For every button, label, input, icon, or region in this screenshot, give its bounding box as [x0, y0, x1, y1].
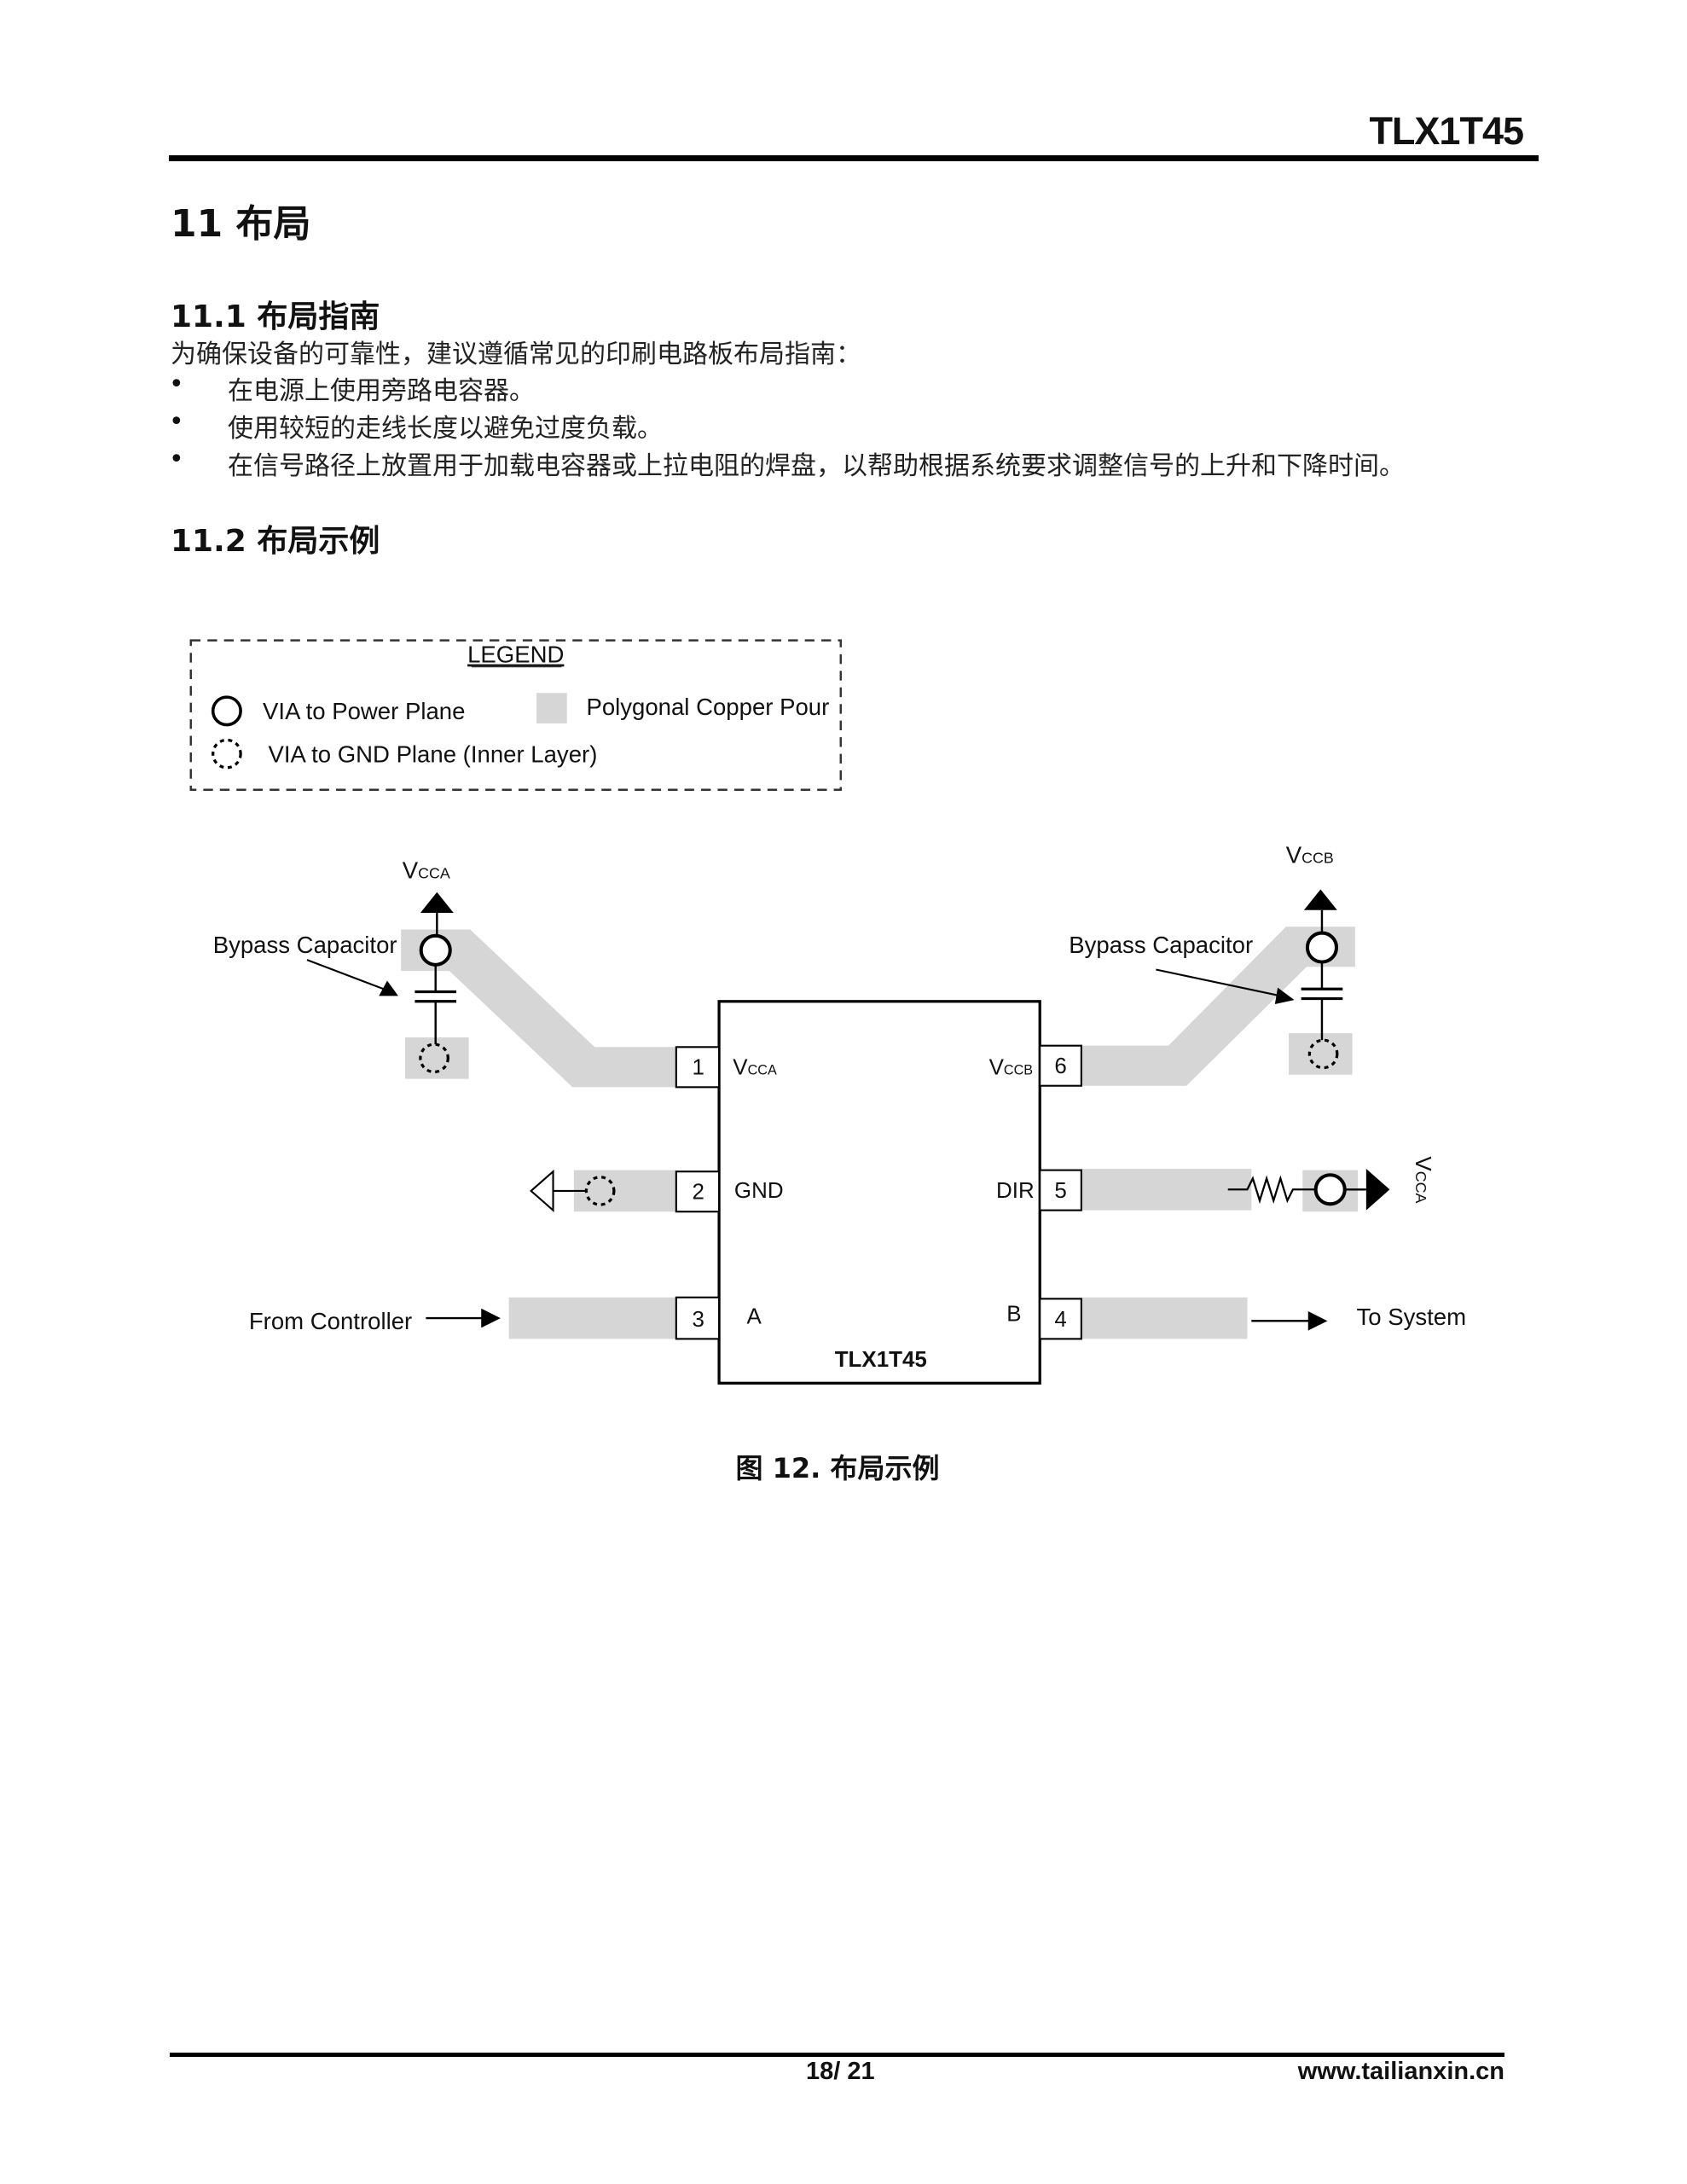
subsection-heading-example: 11.2 布局示例 [171, 524, 380, 559]
pin-label: DIR [996, 1179, 1035, 1203]
website-link[interactable]: www.tailianxin.cn [1297, 2058, 1504, 2085]
arrow-icon [481, 1308, 501, 1328]
vcca-label: VCCA [403, 857, 450, 884]
power-arrow-icon [1303, 889, 1337, 910]
pin-number: 5 [1054, 1179, 1066, 1203]
power-via-icon [1313, 1173, 1347, 1206]
arrow-icon [1307, 1310, 1328, 1331]
bypass-capacitor-label-left: Bypass Capacitor [213, 932, 397, 958]
copper-pour-swatch [536, 693, 567, 723]
header-rule [169, 155, 1539, 161]
legend-copper-pour: Polygonal Copper Pour [586, 694, 829, 720]
list-item: 使用较短的走线长度以避免过度负载。 [228, 414, 663, 444]
pin-number: 6 [1054, 1054, 1066, 1078]
to-system-label: To System [1356, 1304, 1466, 1330]
bullet-icon: • [169, 444, 184, 474]
figure-caption: 图 12. 布局示例 [735, 1452, 940, 1484]
section-heading: 11 布局 [171, 202, 311, 246]
pin-number: 4 [1054, 1308, 1066, 1332]
legend-via-power: VIA to Power Plane [263, 698, 465, 724]
page-number: 18/ 21 [806, 2058, 875, 2085]
chip-name: TLX1T45 [835, 1348, 927, 1372]
copper-pours [401, 926, 1359, 1339]
gnd-via-icon [1307, 1038, 1339, 1070]
pin-label: A [747, 1305, 762, 1329]
dir-vcca-label: VCCA [1411, 1156, 1435, 1203]
pin-number: 2 [693, 1181, 704, 1205]
list-item: 在电源上使用旁路电容器。 [228, 376, 535, 406]
power-via-icon [419, 933, 452, 967]
power-via-icon [1305, 931, 1339, 964]
gnd-via-icon [584, 1176, 616, 1206]
footer-rule [170, 2053, 1504, 2057]
legend-title: LEGEND [467, 642, 564, 668]
pin-label: VCCA [733, 1056, 777, 1080]
bullet-icon: • [169, 369, 184, 399]
subsection-heading-guidelines: 11.1 布局指南 [171, 299, 380, 334]
list-item: 在信号路径上放置用于加载电容器或上拉电阻的焊盘，以帮助根据系统要求调整信号的上升… [228, 451, 1405, 481]
pin-number: 1 [693, 1056, 704, 1080]
pin-boxes [675, 1044, 1082, 1340]
power-arrow-icon [1365, 1168, 1390, 1211]
bypass-capacitor-label-right: Bypass Capacitor [1069, 932, 1253, 958]
arrow-icon [379, 980, 398, 996]
arrow-icon [1274, 987, 1295, 1005]
vccb-label: VCCB [1286, 842, 1334, 868]
from-controller-label: From Controller [249, 1308, 412, 1334]
bullet-icon: • [169, 407, 184, 437]
pin-label: GND [734, 1179, 784, 1203]
resistor-icon [1227, 1175, 1315, 1205]
chip-body [717, 1000, 1041, 1385]
gnd-via-icon [419, 1043, 449, 1074]
pin-number: 3 [693, 1308, 704, 1332]
power-arrow-icon [420, 892, 454, 914]
ground-symbol-icon [529, 1169, 554, 1212]
legend-via-gnd: VIA to GND Plane (Inner Layer) [269, 741, 598, 767]
guidelines-intro: 为确保设备的可靠性，建议遵循常见的印刷电路板布局指南： [171, 340, 861, 369]
power-via-icon [211, 695, 242, 727]
pin-label: VCCB [989, 1056, 1034, 1080]
pin-label: B [1006, 1302, 1021, 1326]
gnd-via-icon [212, 738, 242, 770]
document-title: TLX1T45 [1369, 109, 1524, 153]
